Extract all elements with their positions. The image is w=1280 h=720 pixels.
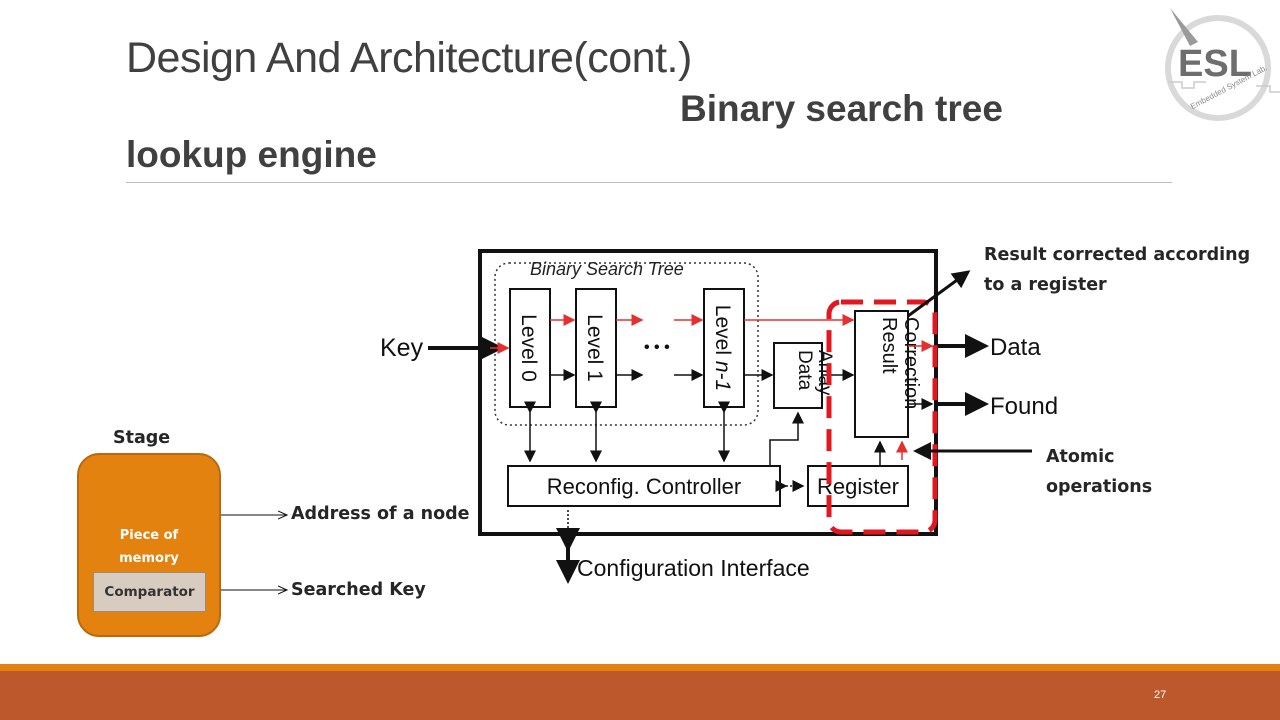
- key-input-label: Key: [380, 334, 424, 362]
- slide-title: Design And Architecture(cont.): [126, 34, 692, 82]
- searched-key-label: Searched Key: [291, 580, 426, 600]
- level-n-1-box: [703, 288, 745, 408]
- memory-label-line1: Piece of: [119, 528, 179, 543]
- slide-subtitle-line1: Binary search tree: [680, 88, 1003, 129]
- result-corrected-line1: Result corrected according: [984, 245, 1251, 265]
- logo-arrow: [1170, 8, 1198, 46]
- data-array-box: [773, 342, 823, 409]
- config-interface-label: Configuration Interface: [577, 555, 810, 581]
- address-of-node-label: Address of a node: [291, 504, 470, 524]
- level-n-1-label: Level n-1: [711, 305, 734, 391]
- stage-label: Stage: [113, 428, 171, 448]
- logo-circuit-trace: [1256, 85, 1280, 93]
- atomic-operations-note: Atomic operations: [1046, 442, 1152, 502]
- memory-label-line2: memory: [119, 551, 179, 566]
- level-1-box: [575, 288, 617, 408]
- logo-ring: [1165, 15, 1271, 121]
- controller-data-array-link: [769, 411, 804, 466]
- title-divider: [126, 182, 1172, 183]
- result-corrected-line2: to a register: [984, 275, 1107, 295]
- logo-circuit-trace: [1168, 81, 1206, 89]
- page-number: 27: [1154, 689, 1167, 701]
- found-output-label: Found: [990, 393, 1058, 420]
- reconfig-controller-box: [507, 465, 781, 507]
- level-ellipsis: • • •: [644, 339, 670, 356]
- atomic-highlight-region: [826, 299, 938, 535]
- result-corrected-pointer: [907, 270, 971, 318]
- atomic-line1: Atomic: [1046, 447, 1115, 467]
- result-corrected-note: Result corrected according to a register: [984, 240, 1250, 300]
- atomic-line2: operations: [1046, 477, 1153, 497]
- result-correction-label: ResultCorrection: [878, 317, 922, 409]
- data-output-label: Data: [990, 334, 1041, 361]
- level-0-label: Level 0: [517, 314, 540, 382]
- comparator-box: Comparator: [93, 572, 206, 612]
- esl-logo: ESL Embedded System Lab.: [1165, 8, 1280, 121]
- register-box: [807, 465, 909, 507]
- result-correction-box: [854, 310, 909, 438]
- footer-bar: [0, 671, 1280, 720]
- reconfig-controller-label: Reconfig. Controller: [547, 474, 741, 499]
- memory-label: Piece of memory: [77, 524, 221, 570]
- level-1-label: Level 1: [583, 314, 606, 382]
- slide-subtitle-line2: lookup engine: [126, 134, 377, 175]
- logo-text: ESL: [1178, 43, 1252, 85]
- bst-label: Binary Search Tree: [530, 259, 684, 279]
- footer-accent-bar: [0, 664, 1280, 671]
